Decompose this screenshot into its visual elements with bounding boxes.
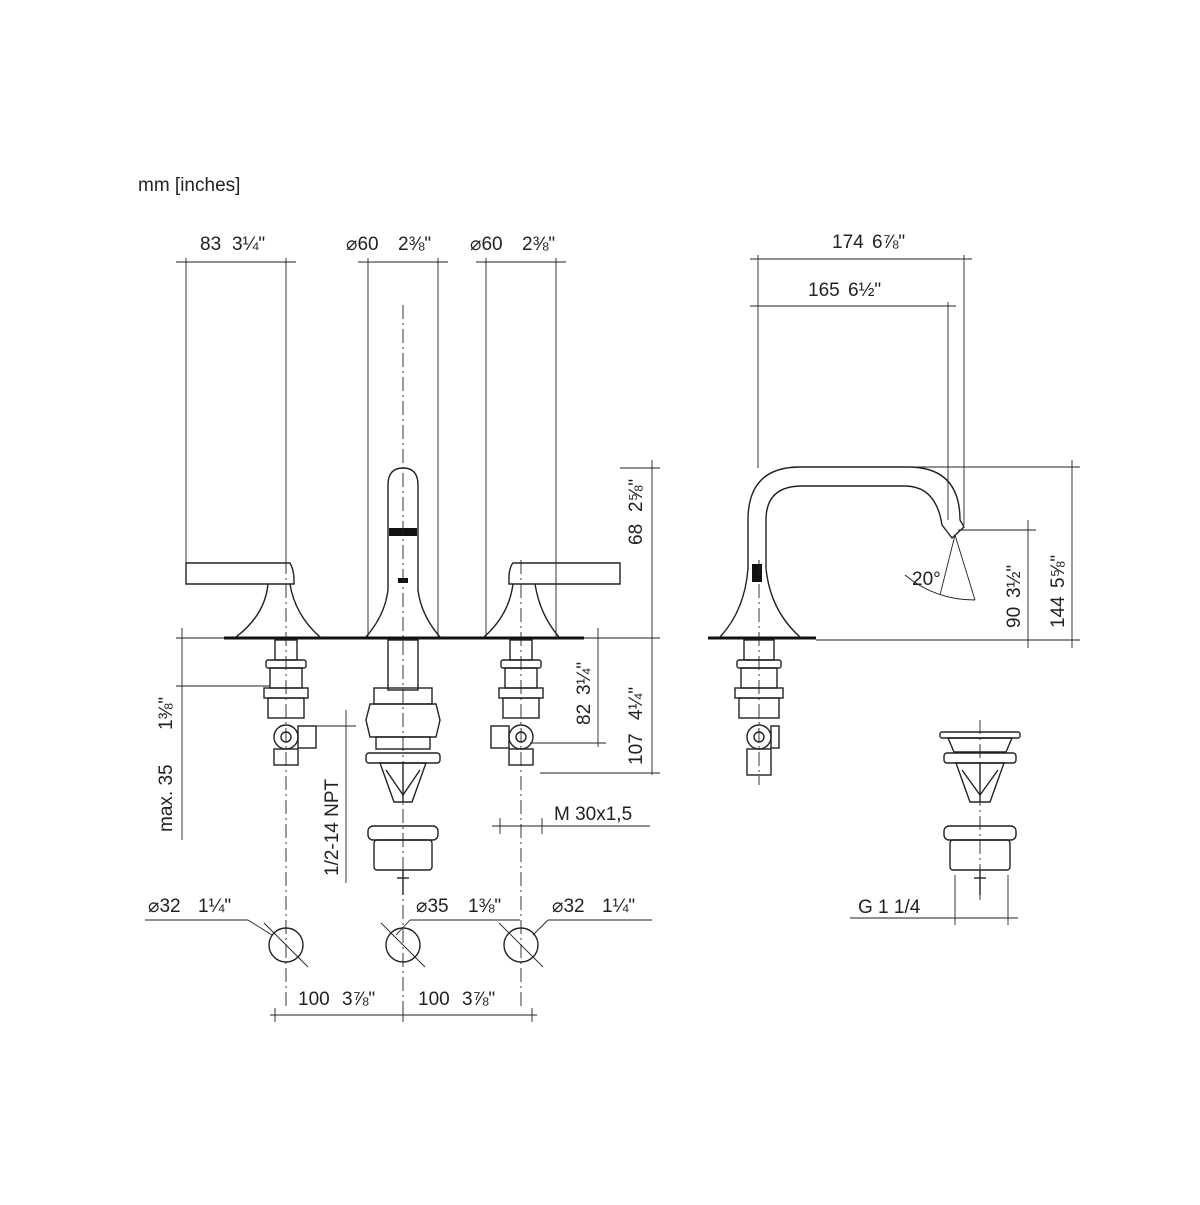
- front-view: [185, 305, 621, 1010]
- dim-hole-center-in: 1⅜": [468, 896, 501, 917]
- dim-max-35: max. 35: [156, 764, 177, 832]
- dim-hole-left: ⌀32: [148, 896, 181, 917]
- dim-spacing-left-in: 3⅞": [342, 989, 375, 1010]
- dim-90: 90: [1004, 607, 1025, 628]
- dim-165-in: 6½": [848, 280, 881, 301]
- left-handle: [185, 562, 321, 638]
- dim-spacing-right-in: 3⅞": [462, 989, 495, 1010]
- dim-drain-thread: G 1 1/4: [858, 897, 921, 918]
- dim-spout-dia-in: 2⅜": [398, 234, 431, 255]
- right-handle: [483, 562, 621, 638]
- units-label: mm [inches]: [138, 175, 240, 196]
- dim-hole-right-in: 1¼": [602, 896, 635, 917]
- dim-174-in: 6⅞": [872, 232, 905, 253]
- spout-base-right: [765, 567, 801, 638]
- dim-handle-dia-in: 2⅜": [522, 234, 555, 255]
- spout-arc: [747, 466, 965, 568]
- front-dimension-lines: [145, 258, 660, 1022]
- dim-107-in: 4¼": [626, 687, 647, 720]
- hole-circles: [263, 922, 544, 968]
- dim-spacing-left: 100: [298, 989, 330, 1010]
- dim-83: 83: [200, 234, 221, 255]
- front-dimension-texts: 83 3¼" ⌀60 2⅜" ⌀60 2⅜" max. 35 1⅜" 68 2⅝…: [148, 234, 647, 1010]
- side-dimension-lines: [750, 255, 1080, 648]
- dim-165: 165: [808, 280, 840, 301]
- dim-174: 174: [832, 232, 864, 253]
- dim-hole-right: ⌀32: [552, 896, 585, 917]
- dim-spacing-right: 100: [418, 989, 450, 1010]
- left-valve: [263, 639, 317, 766]
- dim-83-in: 3¼": [232, 234, 265, 255]
- drain-assembly: G 1 1/4: [850, 720, 1021, 925]
- dim-m30: M 30x1,5: [554, 804, 632, 825]
- dim-68-in: 2⅝": [626, 479, 647, 512]
- dim-hole-left-in: 1¼": [198, 896, 231, 917]
- right-valve: [490, 639, 544, 766]
- dim-spout-dia: ⌀60: [346, 234, 379, 255]
- side-dimension-texts: 174 6⅞" 165 6½" 20° 90 3½" 144 5⅝": [808, 232, 1069, 628]
- dim-90-in: 3½": [1004, 565, 1025, 598]
- dim-82: 82: [574, 704, 595, 725]
- dim-68: 68: [626, 524, 647, 545]
- dim-handle-dia: ⌀60: [470, 234, 503, 255]
- dim-144-in: 5⅝": [1048, 555, 1069, 588]
- dim-144: 144: [1048, 596, 1069, 628]
- dim-npt: 1/2-14 NPT: [322, 778, 343, 876]
- dim-107: 107: [626, 733, 647, 765]
- dim-hole-center: ⌀35: [416, 896, 449, 917]
- spout-base-left: [719, 567, 749, 638]
- side-view: [708, 466, 976, 785]
- dim-82-in: 3¼": [574, 662, 595, 695]
- dim-max-35-in: 1⅜": [156, 697, 177, 730]
- dim-angle: 20°: [912, 569, 941, 590]
